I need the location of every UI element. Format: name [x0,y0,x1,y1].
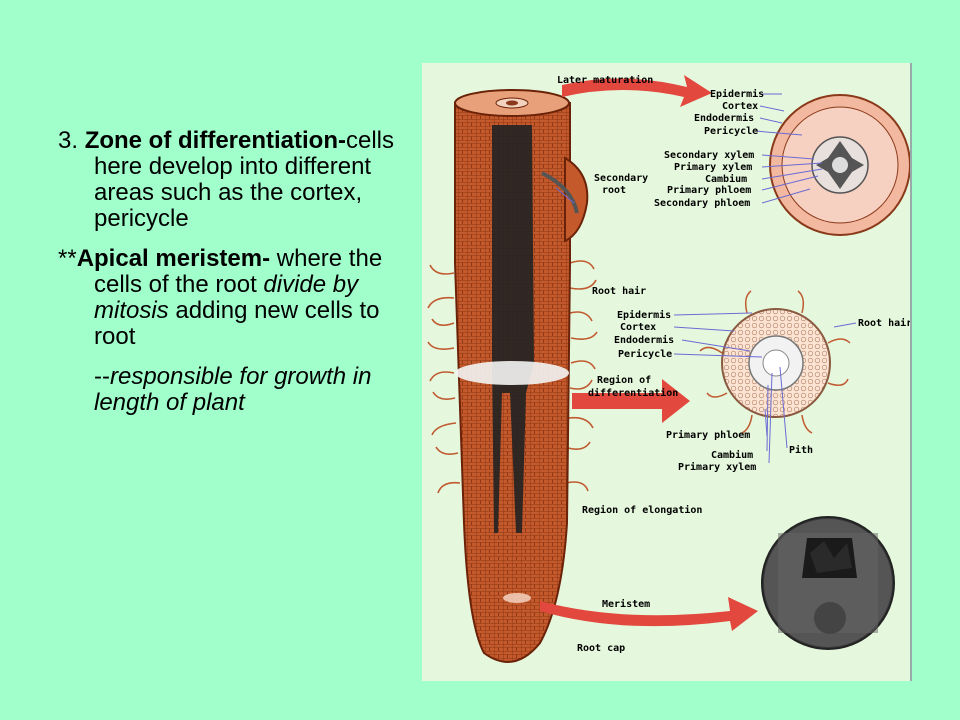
dash-prefix: -- [94,363,110,390]
label-region-of-elongation: Region of elongation [582,504,702,516]
growth-note-italic: responsible for growth in length of plan… [94,363,372,416]
label-root-hair-1: Root hair [592,285,646,297]
leader-lines [555,93,857,464]
label-primary-xylem-2: Primary xylem [678,461,756,473]
cross-section-mature [769,94,910,236]
label-meristem: Meristem [602,598,650,610]
term-zone-of-differentiation: Zone of differentiation- [84,127,346,154]
label-endodermis-1: Endodermis [694,112,754,124]
label-region-of-differentiation-1: Region of [597,374,651,386]
label-secondary-root-2: root [602,185,626,196]
label-cambium-1: Cambium [705,173,747,185]
label-secondary-phloem: Secondary phloem [654,198,750,209]
meristem-micrograph [761,516,895,650]
label-pericycle-1: Pericycle [704,125,758,137]
label-root-cap: Root cap [577,643,625,654]
label-cambium-2: Cambium [711,449,753,461]
cross-section-differentiation [699,290,851,434]
meristem-description-italic: divide by mitosis [94,271,359,324]
label-secondary-root-1: Secondary [594,173,648,184]
label-endodermis-2: Endodermis [614,334,674,346]
label-epidermis-2: Epidermis [617,309,671,321]
label-primary-phloem-1: Primary phloem [667,184,751,196]
paragraph-apical-meristem: **Apical meristem- where the cells of th… [58,246,410,350]
root-hairs [427,260,598,494]
label-pericycle-2: Pericycle [618,348,672,360]
paragraph-growth-note: --responsible for growth in length of pl… [58,364,410,416]
label-cortex-1: Cortex [722,101,758,112]
root-diagram: Later maturation Epidermis Cortex Endode… [427,74,910,663]
label-later-maturation: Later maturation [557,74,653,86]
label-epidermis-1: Epidermis [710,88,764,100]
label-root-hair-2: Root hair [858,317,910,329]
meristem-description-a: where the cells of the root [94,245,383,298]
asterisks: ** [58,245,77,272]
label-cortex-2: Cortex [620,322,656,333]
root-body [454,89,589,663]
paragraph-zone-of-differentiation: 3. Zone of differentiation-cells here de… [58,128,410,232]
label-primary-phloem-2: Primary phloem [666,429,750,441]
diagram-labels: Later maturation Epidermis Cortex Endode… [557,74,910,654]
label-pith: Pith [789,444,813,456]
list-number: 3. [58,127,85,154]
label-region-of-differentiation-2: differentiation [588,387,678,399]
meristem-description-b: adding new cells to root [94,297,380,350]
label-primary-xylem-1: Primary xylem [674,161,752,173]
label-secondary-xylem: Secondary xylem [664,150,754,161]
zone-description: cells here develop into different areas … [94,127,395,232]
term-apical-meristem: Apical meristem- [76,245,271,272]
slide-text: 3. Zone of differentiation-cells here de… [58,128,410,430]
arrows [540,75,758,631]
